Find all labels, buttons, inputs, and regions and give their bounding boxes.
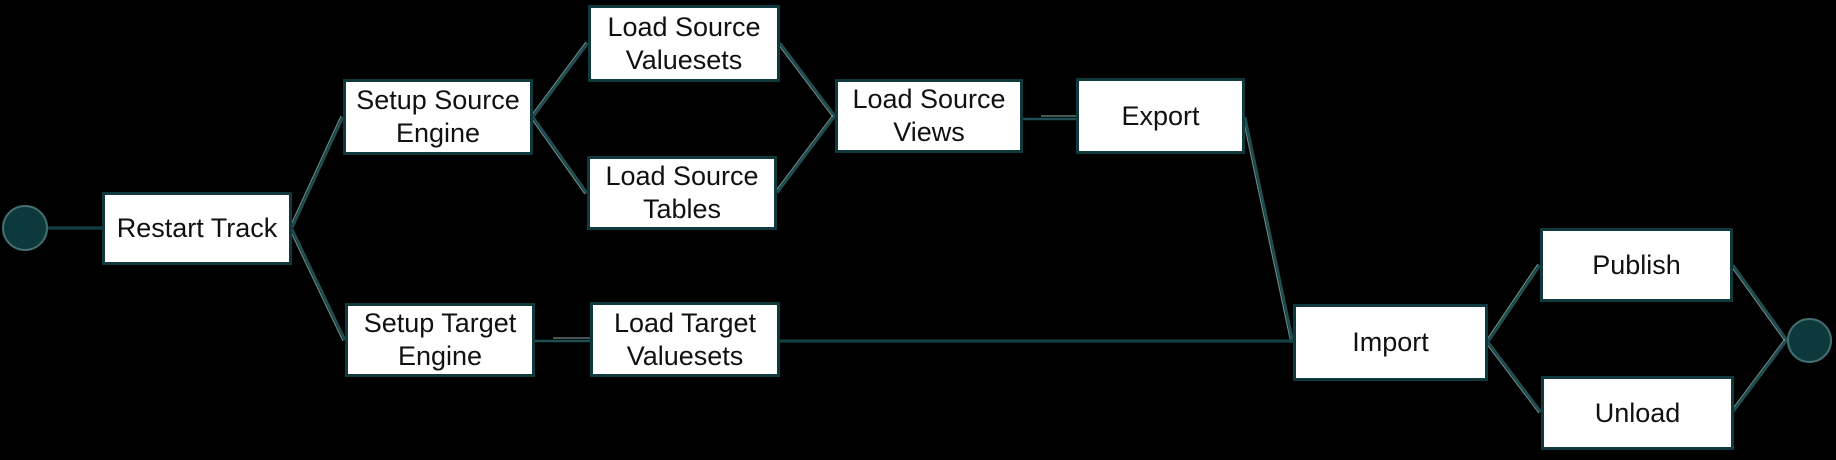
edge-setup-source-engine-load-source-tables-highlight [530,117,586,195]
node-publish[interactable]: Publish [1540,228,1733,302]
edge-export-import [1243,116,1295,343]
node-export-label: Export [1121,100,1200,131]
edge-import-publish [1486,264,1542,343]
edge-setup-source-engine-load-source-valuesets [531,42,590,118]
node-import-label: Import [1352,327,1429,358]
node-load-target-valuesets[interactable]: Load Target Valuesets [590,302,780,377]
edge-publish-end-highlight [1730,265,1786,342]
edge-import-publish-highlight [1485,263,1539,342]
node-load-source-valuesets-label: Load Source Valuesets [607,11,761,75]
node-setup-target-engine-label: Setup Target Engine [363,308,517,371]
edge-unload-end-highlight [1730,338,1786,412]
node-restart-track-label: Restart Track [116,213,278,244]
edge-load-source-valuesets-load-source-views-highlight [777,43,834,118]
node-load-source-tables-label: Load Source Tables [605,161,759,224]
node-publish-label: Publish [1592,249,1681,280]
edge-restart-track-setup-source-engine [290,116,345,229]
edge-setup-source-engine-load-source-valuesets-highlight [530,41,587,117]
end-terminal-node[interactable] [1787,318,1832,363]
start-terminal-node[interactable] [2,205,48,251]
edge-load-source-tables-load-source-views [775,115,837,194]
edge-restart-track-setup-source-engine-highlight [289,115,342,228]
edge-restart-track-setup-target-engine-highlight [289,229,344,342]
node-setup-source-engine[interactable]: Setup Source Engine [343,79,533,155]
node-export[interactable]: Export [1076,78,1245,154]
node-unload[interactable]: Unload [1541,376,1734,450]
edge-load-source-valuesets-load-source-views [778,42,837,117]
node-unload-label: Unload [1594,397,1681,428]
node-restart-track[interactable]: Restart Track [102,192,292,265]
edge-export-import-highlight [1242,117,1292,344]
node-load-source-views[interactable]: Load Source Views [835,79,1023,153]
edge-import-unload-highlight [1485,342,1540,414]
edge-load-source-tables-load-source-views-highlight [774,114,834,193]
node-setup-source-engine-label: Setup Source Engine [356,85,520,148]
node-load-source-views-label: Load Source Views [852,84,1006,147]
edge-import-unload [1486,341,1543,413]
node-import[interactable]: Import [1293,304,1488,381]
node-setup-target-engine[interactable]: Setup Target Engine [345,303,535,377]
node-load-source-valuesets[interactable]: Load Source Valuesets [588,5,780,82]
edge-publish-end [1731,264,1789,341]
node-load-target-valuesets-label: Load Target Valuesets [613,307,757,371]
edge-setup-source-engine-load-source-tables [531,116,589,194]
node-load-source-tables[interactable]: Load Source Tables [587,156,777,230]
edge-restart-track-setup-target-engine [290,228,347,341]
edge-unload-end [1731,339,1789,413]
